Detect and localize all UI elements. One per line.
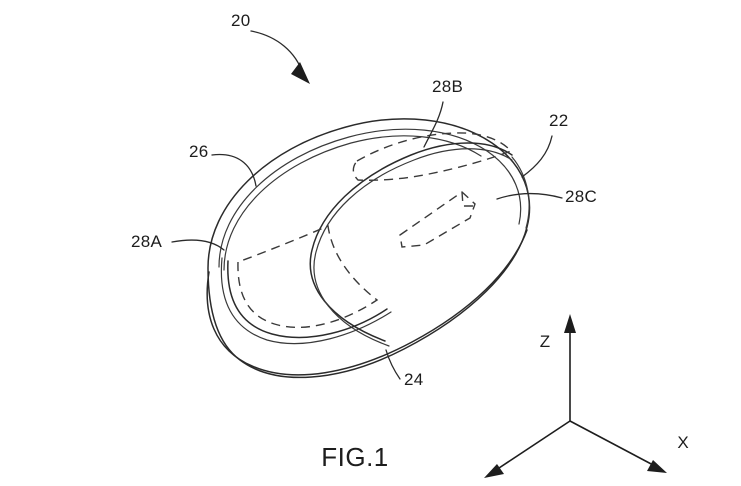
hidden-region-28a (237, 224, 379, 329)
left-button-contour (227, 260, 388, 339)
leader-28b (423, 101, 444, 148)
ref-label-22: 22 (549, 111, 569, 130)
figure-caption: FIG.1 (321, 442, 389, 472)
axis-arrowhead-y (484, 464, 504, 478)
ref-label-26: 26 (189, 142, 209, 161)
top-shell-inner-edge-secondary (223, 135, 482, 271)
axis-label-x: X (677, 433, 688, 452)
reference-numeral-labels: 20 26 28B 22 28C 28A 24 (131, 11, 597, 389)
ref-label-20: 20 (231, 11, 251, 30)
ref-label-28a: 28A (131, 232, 163, 251)
leader-26 (211, 153, 257, 187)
base-rim-edge (206, 229, 528, 376)
leader-28c (496, 192, 563, 200)
left-nose-tip-curve (220, 257, 392, 345)
axis-label-z: Z (540, 332, 550, 351)
xyz-coordinate-triad: Z X (484, 314, 689, 478)
ref-label-24: 24 (404, 370, 424, 389)
axis-arrowhead-x (647, 460, 667, 473)
ref-label-28b: 28B (432, 77, 463, 96)
rear-body-contour (511, 156, 530, 229)
top-shell-inner-edge (218, 128, 522, 268)
button-seam-divider-offset (313, 148, 513, 347)
ref-label-28c: 28C (565, 187, 597, 206)
leader-28a (171, 239, 225, 251)
leader-24 (385, 349, 401, 380)
leader-lines-group (171, 30, 563, 380)
leader-20-arrowhead (291, 62, 310, 84)
hidden-region-28c-notch (461, 191, 474, 207)
axis-line-x (569, 420, 656, 467)
leader-22 (521, 135, 553, 178)
axis-line-y (495, 420, 571, 471)
axis-arrowhead-z (564, 314, 576, 333)
mouse-device-drawing (206, 118, 531, 379)
housing-outer-silhouette (207, 118, 531, 379)
